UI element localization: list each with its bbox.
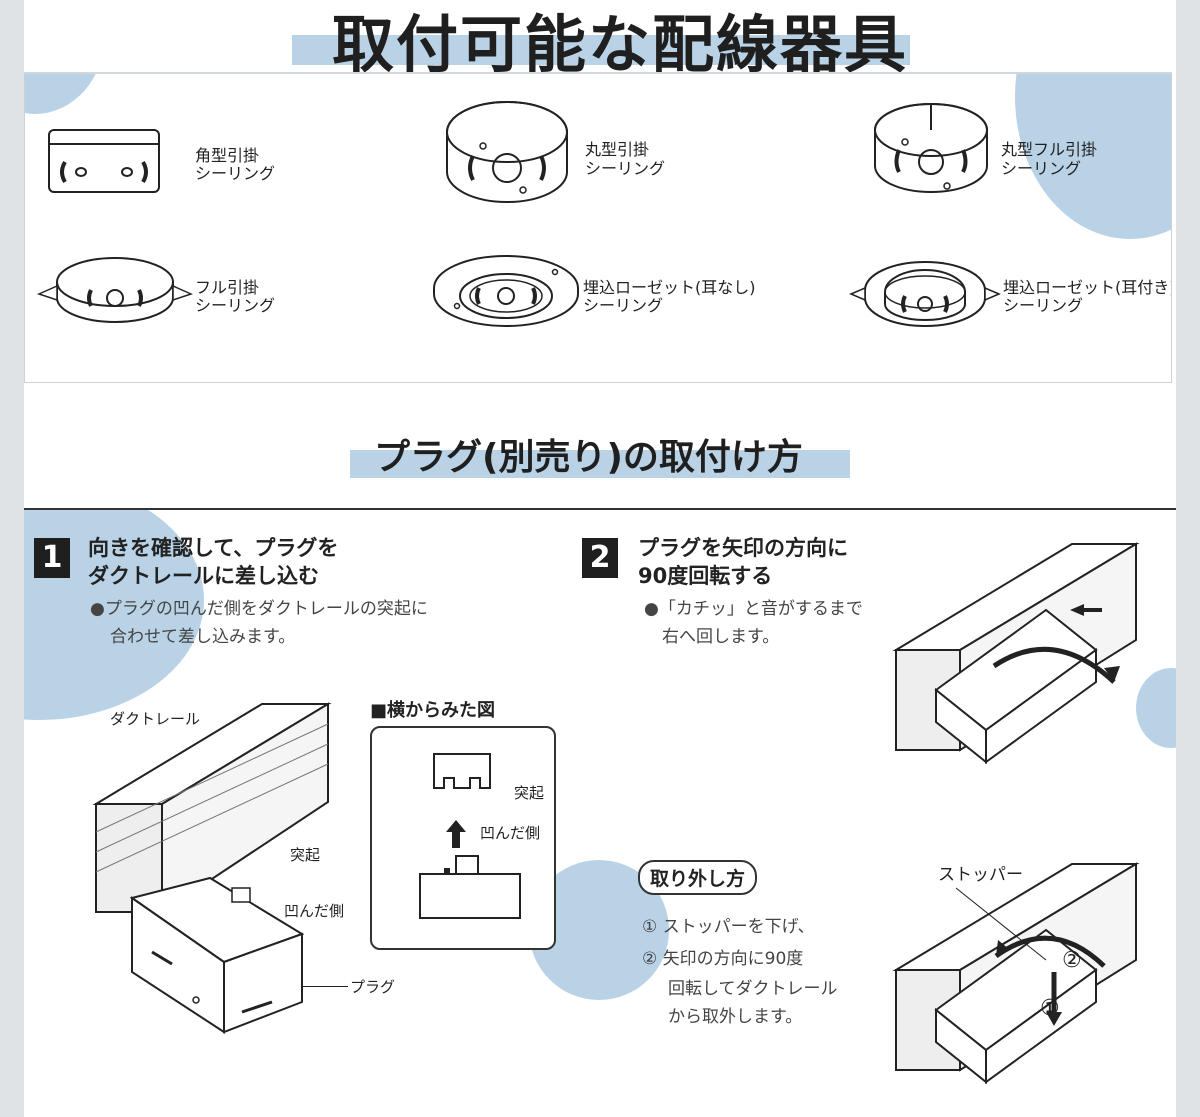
label-recessed-side: 凹んだ側 — [284, 902, 345, 920]
rotate-plug-illustration — [892, 542, 1140, 765]
decor-circle-top-left — [25, 74, 105, 114]
label-bump: 突起 — [290, 846, 321, 864]
removal-title: 取り外し方 — [638, 860, 758, 895]
duct-rail-with-plug-illustration — [92, 702, 332, 1034]
item1-label-line1: 角型引掛 — [195, 146, 260, 165]
step2-number: 2 — [582, 538, 618, 578]
step2-note-line2: 右へ回します。 — [662, 627, 780, 647]
step1-note-line1: ●プラグの凹んだ側をダクトレールの突起に — [90, 599, 428, 619]
side-view-title: ■横からみた図 — [370, 700, 496, 721]
label-duct-rail: ダクトレール — [110, 710, 201, 728]
step1-title-line2: ダクトレールに差し込む — [88, 564, 319, 588]
removal-step2-line2: 回転してダクトレール — [668, 979, 838, 999]
plug-instructions-panel: 1 向きを確認して、プラグを ダクトレールに差し込む ●プラグの凹んだ側をダクト… — [24, 510, 1176, 1117]
label-stopper: ストッパー — [938, 865, 1023, 885]
item1-label-line2: シーリング — [195, 164, 276, 183]
side-view-label-recess: 凹んだ側 — [480, 824, 541, 842]
step1-note-line2: 合わせて差し込みます。 — [110, 627, 296, 647]
embedded-rosette-no-ears-icon — [433, 255, 579, 327]
step2-title-line1: プラグを矢印の方向に — [638, 536, 848, 560]
item3-label-line2: シーリング — [1001, 159, 1082, 178]
item2-label-line1: 丸型引掛 — [585, 140, 650, 159]
item4-label-line1: フル引掛 — [195, 278, 260, 297]
item3-label-line1: 丸型フル引掛 — [1001, 140, 1098, 159]
side-view-diagram — [419, 753, 521, 919]
item6-label-line2: シーリング — [1003, 296, 1084, 315]
step1-number: 1 — [34, 538, 70, 578]
step1-title-line1: 向きを確認して、プラグを — [88, 536, 339, 560]
section2-divider — [24, 508, 1176, 510]
step2-note-line1: ●「カチッ」と音がするまで — [644, 599, 863, 619]
remove-plug-illustration — [892, 862, 1140, 1085]
marker-2: ② — [1062, 948, 1082, 973]
title-highlight-band — [292, 35, 910, 65]
plug-leader-line — [302, 986, 348, 987]
page: 取付可能な配線器具 角型引掛 シーリング 丸型引掛 シーリング — [24, 0, 1176, 1117]
item6-label-line1: 埋込ローゼット(耳付き) — [1003, 278, 1172, 297]
item2-label-line2: シーリング — [585, 159, 666, 178]
label-plug: プラグ — [350, 978, 396, 996]
section1-title: 取付可能な配線器具 — [332, 8, 909, 81]
embedded-rosette-with-ears-icon — [849, 261, 1001, 327]
title2-highlight-band — [350, 450, 850, 478]
fixtures-panel: 角型引掛 シーリング 丸型引掛 シーリング 丸型フル引掛 シーリング — [24, 72, 1172, 383]
marker-1: ① — [1040, 996, 1060, 1021]
round-full-hook-ceiling-icon — [874, 103, 988, 193]
removal-step2-line3: から取外します。 — [668, 1007, 803, 1027]
item5-label-line2: シーリング — [583, 296, 664, 315]
removal-step1: ① ストッパーを下げ、 — [642, 917, 815, 937]
square-hook-ceiling-icon — [48, 129, 160, 193]
item5-label-line1: 埋込ローゼット(耳なし) — [583, 278, 756, 297]
full-hook-ceiling-icon — [36, 257, 194, 323]
side-view-label-bump: 突起 — [514, 784, 545, 802]
round-hook-ceiling-icon — [446, 101, 568, 203]
section2-title: プラグ(別売り)の取付け方 — [374, 437, 803, 478]
removal-step2-line1: ② 矢印の方向に90度 — [642, 949, 804, 969]
item4-label-line2: シーリング — [195, 296, 276, 315]
step2-title-line2: 90度回転する — [638, 564, 773, 588]
